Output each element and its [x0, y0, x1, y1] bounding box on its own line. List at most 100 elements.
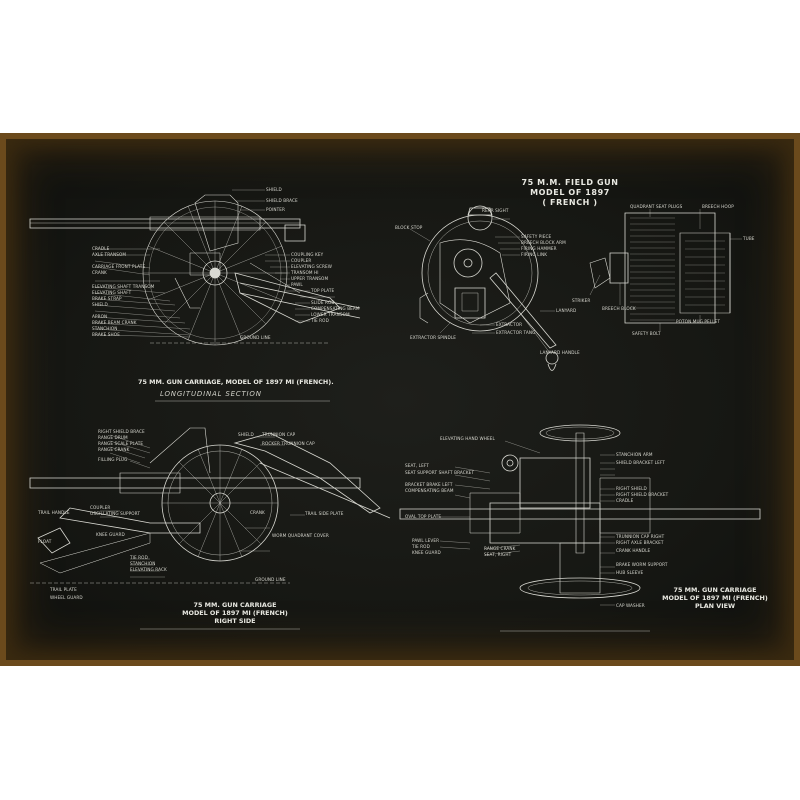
label-stanchion-side: STANCHION [130, 561, 156, 566]
label-pawl-lever: PAWL LEVER [412, 538, 440, 543]
label-shield: SHIELD [266, 187, 282, 192]
label-tie-rod-side: TIE ROD [130, 555, 148, 560]
bottom-left-caption-line3: RIGHT SIDE [214, 617, 256, 625]
label-stanchion: STANCHION [92, 326, 118, 331]
label-wheel-guard: WHEEL GUARD [50, 595, 83, 600]
label-brake-strap: BRAKE STRAP [92, 296, 122, 301]
subtitle-french: ( FRENCH ) [542, 198, 598, 207]
label-coupler-side: COUPLER [90, 505, 111, 510]
label-crank: CRANK [92, 270, 107, 275]
main-title: 75 M.M. FIELD GUN [521, 178, 619, 187]
bottom-right-caption-line2: MODEL OF 1897 MI (FRENCH) [662, 594, 768, 602]
label-pawl: PAWL [291, 282, 303, 287]
label-range-drum: RANGE DRUM [98, 435, 128, 440]
right-side-drawing [30, 428, 390, 629]
label-block-stop: BLOCK STOP [395, 225, 423, 230]
label-safety-piece: SAFETY PIECE [521, 234, 552, 239]
label-stanchion-arm: STANCHION ARM [616, 452, 653, 457]
label-filling-plug: FILLING PLUG [98, 457, 128, 462]
label-carriage-front-plate: CARRIAGE FRONT PLATE [92, 264, 146, 269]
label-safety-bolt: SAFETY BOLT [632, 331, 661, 336]
label-cap-washer: CAP WASHER [616, 603, 645, 608]
label-elevating-screw: ELEVATING SCREW [291, 264, 333, 269]
label-float: FLOAT [38, 539, 52, 544]
label-slide-rod: SLIDE ROD [311, 300, 335, 305]
label-breech-hoop: BREECH HOOP [702, 204, 734, 209]
label-rear-sight: REAR SIGHT [482, 208, 509, 213]
label-bracket-brake-left: BRACKET BRAKE LEFT [405, 482, 453, 487]
label-brake-beam-crank: BRAKE BEAM CRANK [92, 320, 137, 325]
label-brake-worm-support: BRAKE WORM SUPPORT [616, 562, 668, 567]
label-range-scale-plate: RANGE SCALE PLATE [98, 441, 144, 446]
label-apron: APRON [92, 314, 108, 319]
label-elevating-hand-wheel: ELEVATING HAND WHEEL [440, 436, 495, 441]
label-crank-side: CRANK [250, 510, 265, 515]
label-compensating-beam-plan: COMPENSATING BEAM [405, 488, 454, 493]
label-trail-plate: TRAIL PLATE [50, 587, 77, 592]
label-rocker-trunnion-cap: ROCKER TRUNNION CAP [262, 441, 315, 446]
label-right-shield-brace: RIGHT SHIELD BRACE [98, 429, 145, 434]
label-poton-mug-pellet: POTON MUG PELLET [676, 319, 721, 324]
label-quadrant-seat-plugs: QUADRANT SEAT PLUGS [630, 204, 683, 209]
breech-mechanism-drawing [410, 206, 558, 371]
breech-section-drawing [590, 209, 742, 331]
label-pointer: POINTER [266, 207, 286, 212]
label-shield-bracket-left: SHIELD BRACKET LEFT [616, 460, 665, 465]
label-shield-brace: SHIELD BRACE [266, 198, 298, 203]
bottom-right-caption-line3: PLAN VIEW [694, 602, 735, 610]
label-worm-quadrant-cover: WORM QUADRANT COVER [272, 533, 329, 538]
label-range-crank-plan: RANGE CRANK [484, 546, 516, 551]
label-elevating-shaft-transom: ELEVATING SHAFT TRANSOM [92, 284, 155, 289]
label-firing-hammer: FIRING HAMMER [521, 246, 557, 251]
label-extractor: EXTRACTOR [496, 322, 523, 327]
label-brake-shoe: BRAKE SHOE [92, 332, 120, 337]
longitudinal-section-drawing [30, 190, 360, 401]
label-right-shield: RIGHT SHIELD [616, 486, 647, 491]
label-tie-rod: TIE ROD [311, 318, 329, 323]
label-range-crank: RANGE CRANK [98, 447, 130, 452]
label-tube: TUBE [743, 236, 755, 241]
bottom-left-caption-line1: 75 MM. GUN CARRIAGE [193, 601, 277, 609]
label-upper-transom: UPPER TRANSOM [291, 276, 329, 281]
label-top-plate: TOP PLATE [311, 288, 335, 293]
label-oscillating-support: OSCILLATING SUPPORT [90, 511, 141, 516]
label-striker: STRIKER [572, 298, 591, 303]
label-oval-top-plate: OVAL TOP PLATE [405, 514, 442, 519]
label-compensating-beam: COMPENSATING BEAM [311, 306, 360, 311]
label-breech-block: BREECH BLOCK [602, 306, 636, 311]
label-firing-link: FIRING LINK [521, 252, 548, 257]
label-transom-hi: TRANSOM HI [291, 270, 319, 275]
label-right-shield-bracket: RIGHT SHIELD BRACKET [616, 492, 669, 497]
label-ground-line-top: GROUND LINE [240, 335, 271, 340]
label-coupler: COUPLER [291, 258, 312, 263]
section-label: LONGITUDINAL SECTION [160, 390, 262, 398]
label-breech-block-arm: BREECH BLOCK ARM [521, 240, 566, 245]
label-elevating-rack: ELEVATING RACK [130, 567, 167, 572]
blueprint-drawings [0, 133, 800, 666]
label-trunnion-cap: TRUNNION CAP [262, 432, 296, 437]
label-cradle: CRADLE [92, 246, 110, 251]
label-knee-guard: KNEE GUARD [96, 532, 125, 537]
label-extractor-tang: EXTRACTOR TANG [496, 330, 536, 335]
label-seat-left: SEAT, LEFT [405, 463, 429, 468]
blueprint-poster: 75 M.M. FIELD GUN MODEL OF 1897 ( FRENCH… [0, 133, 800, 666]
label-cradle-plan: CRADLE [616, 498, 634, 503]
label-crank-handle: CRANK HANDLE [616, 548, 651, 553]
label-seat-support-shaft-bracket: SEAT SUPPORT SHAFT BRACKET [405, 470, 475, 475]
label-trail-side-plate: TRAIL SIDE PLATE [305, 511, 344, 516]
label-tie-rod-plan: TIE ROD [412, 544, 430, 549]
label-elevating-shaft: ELEVATING SHAFT [92, 290, 132, 295]
label-shield-lower: SHIELD [92, 302, 108, 307]
label-trail-handle: TRAIL HANDLE [38, 510, 70, 515]
label-lanyard: LANYARD [556, 308, 577, 313]
bottom-right-caption-line1: 75 MM. GUN CARRIAGE [673, 586, 757, 594]
plan-view-drawing [400, 425, 760, 631]
label-knee-guard-plan: KNEE GUARD [412, 550, 441, 555]
top-left-caption: 75 MM. GUN CARRIAGE, MODEL OF 1897 MI (F… [138, 378, 334, 386]
label-coupling-key: COUPLING KEY [291, 252, 324, 257]
label-seat-right: SEAT, RIGHT [484, 552, 512, 557]
label-lanyard-handle: LANYARD HANDLE [540, 350, 580, 355]
subtitle-model: MODEL OF 1897 [530, 188, 610, 197]
label-hub-sleeve: HUB SLEEVE [616, 570, 644, 575]
label-extractor-spindle: EXTRACTOR SPINDLE [410, 335, 457, 340]
